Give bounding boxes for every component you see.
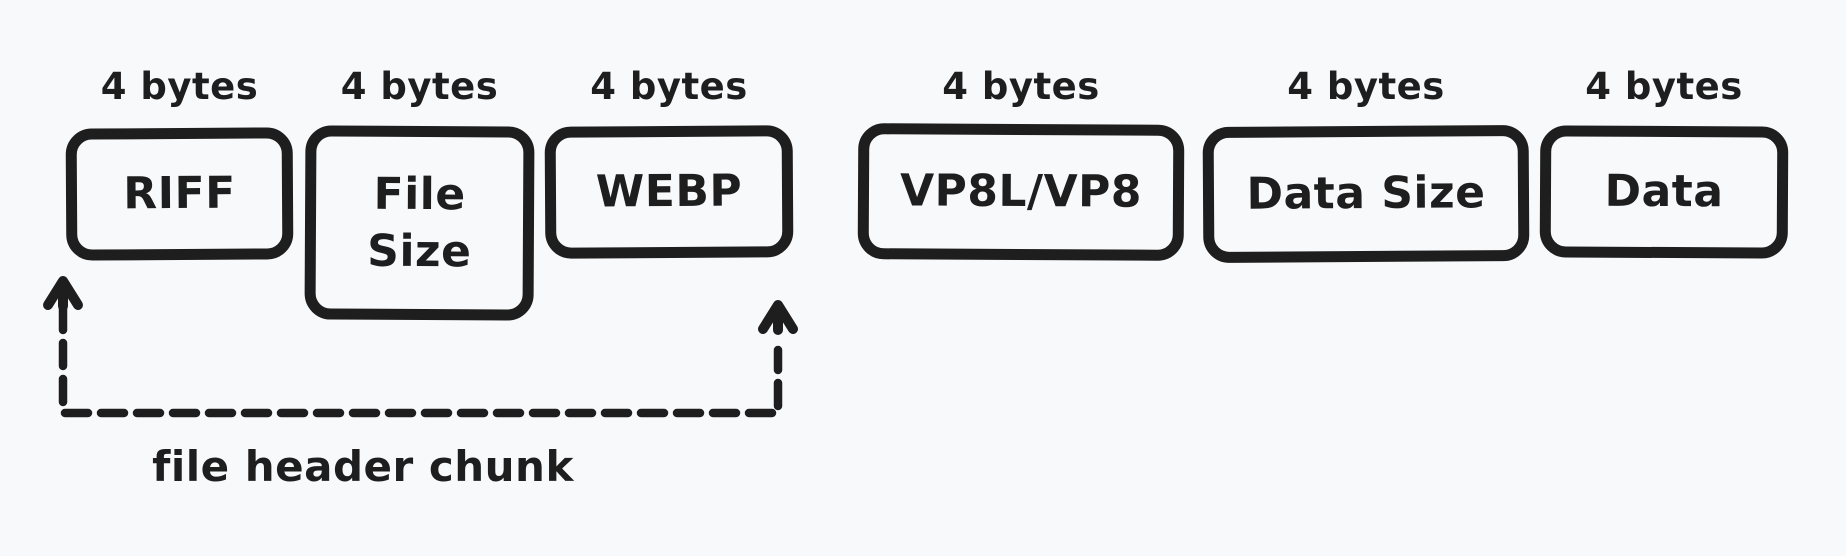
box-data-label: Data <box>1604 166 1724 218</box>
arrow-up-icon-left <box>43 276 83 311</box>
box-vp8l-vp8: VP8L/VP8 <box>857 123 1185 261</box>
byte-size-label-data: 4 bytes <box>1585 65 1743 108</box>
box-data: Data <box>1539 125 1789 259</box>
byte-size-label-file-size: 4 bytes <box>340 65 499 108</box>
box-file-size: File Size <box>304 125 535 321</box>
box-riff: RIFF <box>65 127 294 261</box>
box-webp: WEBP <box>544 125 794 259</box>
box-webp-label: WEBP <box>595 165 743 218</box>
byte-size-label-riff: 4 bytes <box>100 65 259 108</box>
box-vp8l-vp8-label: VP8L/VP8 <box>899 165 1143 219</box>
bracket-dashed-line <box>58 302 783 418</box>
byte-size-label-webp: 4 bytes <box>590 65 748 108</box>
byte-size-label-vp8l-vp8: 4 bytes <box>942 65 1100 108</box>
arrow-up-icon-right <box>758 300 798 335</box>
byte-size-label-data-size: 4 bytes <box>1287 65 1445 108</box>
box-data-size: Data Size <box>1202 125 1530 263</box>
box-data-size-label: Data Size <box>1246 167 1486 221</box>
box-riff-label: RIFF <box>123 168 236 220</box>
box-file-size-label: File Size <box>367 168 472 278</box>
bracket-label: file header chunk <box>152 442 574 491</box>
